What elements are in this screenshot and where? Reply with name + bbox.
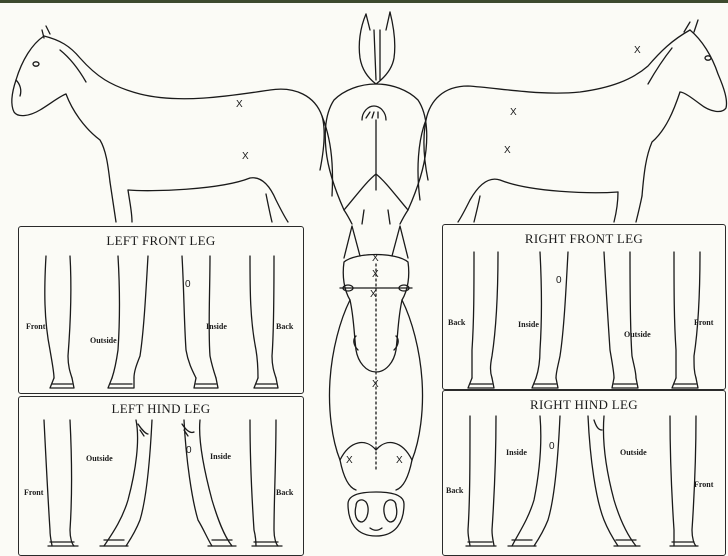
panel-title: LEFT HIND LEG xyxy=(19,401,303,417)
marking-x: X xyxy=(634,46,641,56)
marking-x: X xyxy=(370,290,377,300)
marking-x: X xyxy=(236,100,243,110)
leg-label-outside: Outside xyxy=(624,330,651,339)
marking-x: X xyxy=(504,146,511,156)
leg-label-front: Front xyxy=(26,322,45,331)
right-hind-leg-panel: RIGHT HIND LEG xyxy=(442,390,726,556)
leg-label-outside: Outside xyxy=(620,448,647,457)
horse-rear-view-icon xyxy=(325,12,426,224)
leg-label-inside: Inside xyxy=(210,452,231,461)
leg-label-back: Back xyxy=(448,318,465,327)
panel-title: LEFT FRONT LEG xyxy=(19,233,303,249)
panel-title: RIGHT HIND LEG xyxy=(443,397,725,413)
leg-label-front: Front xyxy=(694,480,713,489)
marking-x: X xyxy=(346,456,353,466)
leg-label-front: Front xyxy=(694,318,713,327)
horse-face-front-icon xyxy=(329,226,422,490)
panel-title: RIGHT FRONT LEG xyxy=(443,231,725,247)
marking-o: 0 xyxy=(186,446,192,456)
leg-label-back: Back xyxy=(276,488,293,497)
right-front-leg-panel: RIGHT FRONT LEG xyxy=(442,224,726,390)
marking-o: 0 xyxy=(549,442,555,452)
marking-x: X xyxy=(372,380,379,390)
horse-muzzle-icon xyxy=(348,492,404,536)
left-front-leg-panel: LEFT FRONT LEG xyxy=(18,226,304,394)
marking-x: X xyxy=(372,270,379,280)
leg-label-back: Back xyxy=(446,486,463,495)
leg-label-inside: Inside xyxy=(518,320,539,329)
leg-label-front: Front xyxy=(24,488,43,497)
marking-x: X xyxy=(510,108,517,118)
leg-label-outside: Outside xyxy=(90,336,117,345)
marking-x: X xyxy=(372,254,379,264)
marking-o: 0 xyxy=(185,280,191,290)
leg-label-outside: Outside xyxy=(86,454,113,463)
horse-left-side-icon xyxy=(12,26,333,222)
leg-label-inside: Inside xyxy=(506,448,527,457)
leg-label-back: Back xyxy=(276,322,293,331)
leg-label-inside: Inside xyxy=(206,322,227,331)
marking-x: X xyxy=(396,456,403,466)
marking-o: 0 xyxy=(556,276,562,286)
horse-right-side-icon xyxy=(418,20,727,222)
left-hind-leg-panel: LEFT HIND LEG xyxy=(18,396,304,556)
marking-x: X xyxy=(242,152,249,162)
